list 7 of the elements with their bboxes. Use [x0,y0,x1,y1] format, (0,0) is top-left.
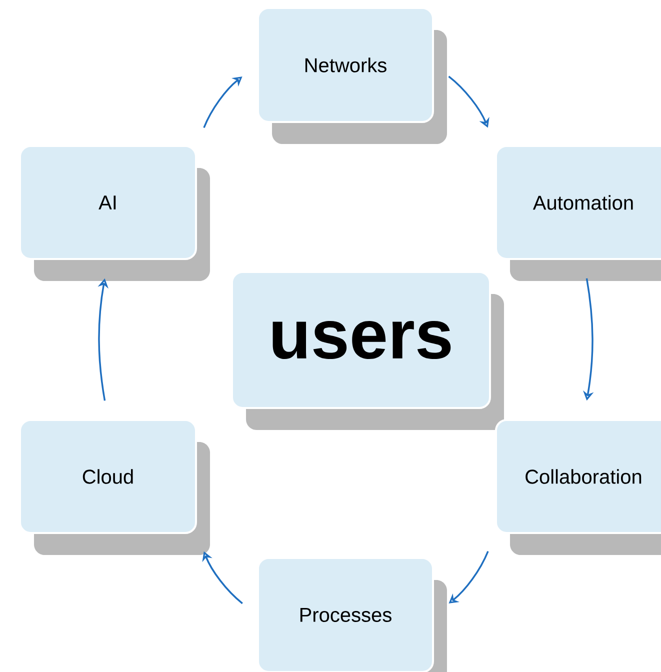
topic-box: Networks [257,7,447,144]
topic-box: Processes [257,557,447,672]
topic-box: Automation [495,145,661,281]
title-box: users [231,271,504,430]
topic-box: Collaboration [495,419,661,555]
topic-box: Cloud [19,419,210,555]
topic-box: AI [19,145,210,281]
